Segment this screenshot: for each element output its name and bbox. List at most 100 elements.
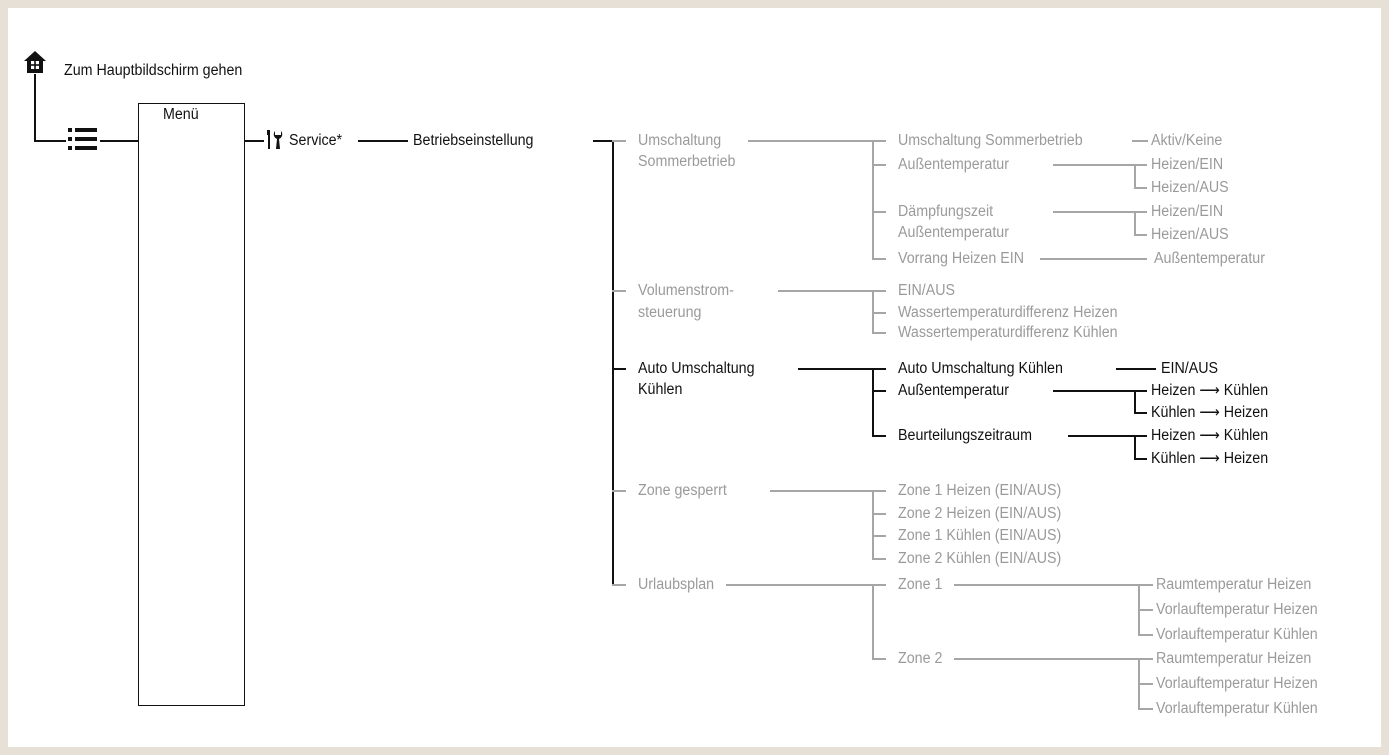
zone-item: Zone 2 Heizen (EIN/AUS) [898, 505, 1062, 522]
sommer-leaf: Außentemperatur [1154, 250, 1265, 267]
connector [100, 140, 138, 142]
home-label: Zum Hauptbildschirm gehen [64, 62, 243, 79]
sommer-item: Umschaltung Sommerbetrieb [898, 132, 1083, 149]
connector [1138, 609, 1153, 611]
zone-item: Zone 1 Kühlen (EIN/AUS) [898, 527, 1062, 544]
connector [770, 490, 886, 492]
connector [1132, 140, 1148, 142]
zone-item: Zone 1 Heizen (EIN/AUS) [898, 482, 1062, 499]
volumen-label-2: steuerung [638, 304, 702, 321]
sommer-leaf: Heizen/EIN [1151, 156, 1224, 173]
sommer-leaf: Heizen/EIN [1151, 203, 1224, 220]
volumen-item: Wassertemperaturdifferenz Kühlen [898, 324, 1118, 341]
urlaub-leaf: Vorlauftemperatur Kühlen [1156, 626, 1318, 643]
connector [872, 535, 886, 537]
connector [1053, 211, 1147, 213]
connector [612, 368, 626, 370]
sommer-item: Außentemperatur [898, 156, 1009, 173]
connector [612, 490, 626, 492]
connector [1053, 390, 1147, 392]
auto-leaf: Heizen ⟶ Kühlen [1151, 427, 1269, 444]
auto-leaf: Kühlen ⟶ Heizen [1151, 404, 1269, 421]
menu-list-icon [68, 128, 97, 150]
volumen-label-1: Volumenstrom- [638, 282, 734, 299]
connector [1134, 412, 1147, 414]
connector [872, 584, 874, 659]
connector [726, 584, 886, 586]
sommer-item: Außentemperatur [898, 224, 1009, 241]
urlaub-leaf: Vorlauftemperatur Kühlen [1156, 700, 1318, 717]
connector [872, 658, 886, 660]
sommer-label-2: Sommerbetrieb [638, 153, 736, 170]
connector [872, 312, 886, 314]
auto-label-1: Auto Umschaltung [638, 360, 755, 377]
zone-item: Zone 2 Kühlen (EIN/AUS) [898, 550, 1062, 567]
auto-leaf: EIN/AUS [1161, 360, 1219, 377]
connector [872, 368, 874, 436]
sommer-leaf: Heizen/AUS [1151, 179, 1229, 196]
connector [872, 558, 886, 560]
home-icon [24, 51, 46, 73]
connector [1068, 435, 1147, 437]
connector [1134, 187, 1147, 189]
menu-label: Menü [163, 106, 199, 123]
connector [778, 290, 886, 292]
connector [1040, 258, 1147, 260]
connector [593, 140, 617, 142]
connector [612, 584, 626, 586]
sommer-leaf: Heizen/AUS [1151, 226, 1229, 243]
connector [872, 390, 886, 392]
connector [1134, 435, 1136, 459]
sommer-label-1: Umschaltung [638, 132, 722, 149]
connector [1134, 458, 1147, 460]
connector [872, 435, 886, 437]
urlaub-leaf: Vorlauftemperatur Heizen [1156, 675, 1318, 692]
auto-label-2: Kühlen [638, 381, 683, 398]
connector [358, 140, 408, 142]
connector [1138, 708, 1153, 710]
auto-item: Auto Umschaltung Kühlen [898, 360, 1063, 377]
urlaub-item: Zone 2 [898, 650, 943, 667]
sommer-item: Dämpfungszeit [898, 203, 994, 220]
connector [1138, 634, 1153, 636]
sommer-item: Vorrang Heizen EIN [898, 250, 1025, 267]
service-label: Service* [289, 132, 343, 149]
auto-item: Außentemperatur [898, 382, 1009, 399]
volumen-item: Wassertemperaturdifferenz Heizen [898, 304, 1118, 321]
volumen-item: EIN/AUS [898, 282, 956, 299]
auto-leaf: Heizen ⟶ Kühlen [1151, 382, 1269, 399]
connector [748, 140, 872, 142]
connector [872, 258, 886, 260]
urlaub-leaf: Raumtemperatur Heizen [1156, 650, 1312, 667]
connector [872, 490, 874, 559]
connector [872, 290, 874, 333]
sommer-leaf: Aktiv/Keine [1151, 132, 1223, 149]
connector [1134, 211, 1136, 235]
connector [872, 332, 886, 334]
betriebseinstellung-label: Betriebseinstellung [413, 132, 534, 149]
connector [612, 140, 614, 585]
connector [1053, 164, 1147, 166]
auto-leaf: Kühlen ⟶ Heizen [1151, 450, 1269, 467]
connector [872, 211, 886, 213]
connector [34, 140, 66, 142]
wrench-screwdriver-icon [267, 130, 283, 149]
auto-item: Beurteilungszeitraum [898, 427, 1032, 444]
connector [954, 658, 1153, 660]
urlaub-item: Zone 1 [898, 576, 943, 593]
connector [872, 164, 886, 166]
menu-tree-diagram: Zum Hauptbildschirm gehen Menü Service* … [8, 8, 1381, 747]
connector [872, 140, 874, 259]
urlaub-leaf: Raumtemperatur Heizen [1156, 576, 1312, 593]
connector [798, 368, 886, 370]
zone-label: Zone gesperrt [638, 482, 727, 499]
connector [612, 140, 626, 142]
connector [34, 74, 36, 141]
menu-box [138, 103, 245, 706]
urlaub-label: Urlaubsplan [638, 576, 715, 593]
connector [612, 290, 626, 292]
connector [954, 584, 1153, 586]
urlaub-leaf: Vorlauftemperatur Heizen [1156, 601, 1318, 618]
connector [1138, 683, 1153, 685]
connector [1134, 234, 1147, 236]
